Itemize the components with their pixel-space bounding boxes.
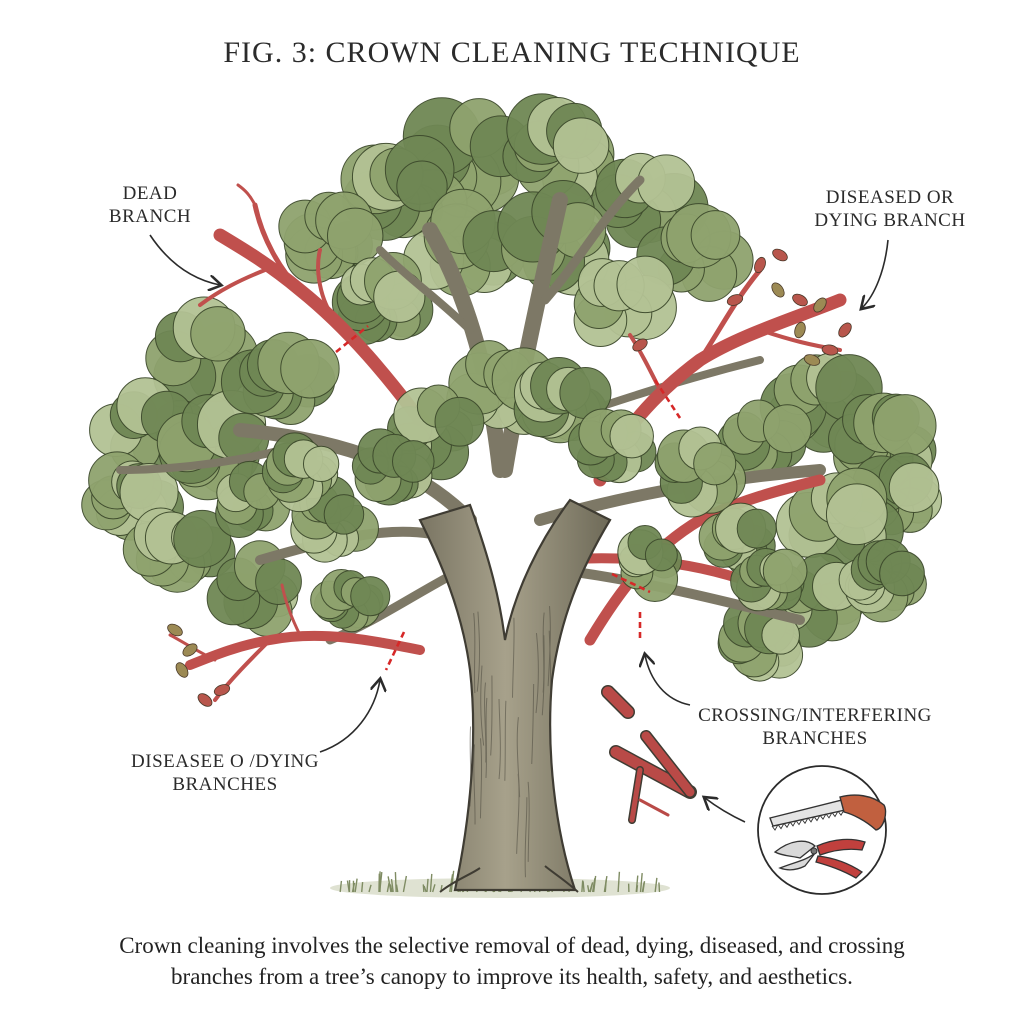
healthy-branches — [116, 175, 826, 645]
label-line: DISEASED OR — [825, 187, 955, 208]
leaf — [803, 354, 821, 366]
pruning-saw-icon — [769, 794, 887, 831]
caption-line: Crown cleaning involves the selective re… — [119, 933, 905, 958]
foliage-clump — [636, 203, 754, 302]
label-line: DEAD — [122, 183, 178, 204]
callout-arrows — [149, 234, 889, 823]
crossing-branch — [584, 474, 826, 646]
caption-line: branches from a tree’s canopy to improve… — [171, 964, 853, 989]
arrow-lower-diseased — [319, 680, 380, 753]
removed-branch-pieces — [601, 685, 697, 824]
foliage-clump — [122, 507, 236, 593]
foliage-clump — [386, 384, 485, 481]
arrow-dead-branch — [149, 234, 220, 285]
hand-pruner-icon — [773, 838, 866, 879]
label-diseased-dying-branches: DISEASEE O /DYING BRANCHES — [120, 750, 330, 796]
figure-title: FIG. 3: CROWN CLEANING TECHNIQUE — [223, 36, 801, 69]
leaf — [794, 321, 806, 339]
leaf — [821, 344, 839, 356]
label-line: BRANCHES — [172, 774, 278, 795]
leaf — [213, 684, 231, 696]
foliage-clump — [654, 426, 746, 518]
cut-mark-crossing-1 — [611, 572, 651, 594]
figure-caption: Crown cleaning involves the selective re… — [40, 930, 984, 992]
leaf — [771, 282, 785, 298]
foliage-clump — [261, 432, 340, 513]
foliage-clump — [716, 399, 812, 478]
leaf — [175, 662, 189, 678]
arrow-diseased-branch — [862, 239, 889, 308]
pruning-tools — [757, 765, 887, 895]
foliage-clump — [617, 524, 682, 602]
leaf — [167, 623, 183, 637]
leaf — [813, 297, 827, 313]
leaf — [632, 338, 648, 352]
cut-mark-lower-branch — [384, 631, 406, 671]
label-line: DISEASEE O /DYING — [131, 751, 319, 772]
foliage-clump — [81, 451, 184, 541]
lower-diseased-branch — [185, 630, 425, 670]
arrow-tools — [705, 798, 746, 823]
diseased-leaves — [167, 248, 852, 707]
foliage-clump — [573, 255, 677, 347]
arrow-crossing — [645, 655, 691, 706]
foliage-clump — [513, 356, 612, 444]
cut-mark-diseased-branch — [653, 379, 682, 419]
foliage-clump — [206, 540, 302, 637]
leaf — [772, 248, 788, 262]
label-line: BRANCHES — [762, 728, 868, 749]
label-line: CROSSING/INTERFERING — [698, 705, 932, 726]
foliage-clump — [220, 331, 340, 426]
foliage-clump — [838, 538, 927, 623]
foliage-clump — [730, 547, 808, 612]
foliage-clump — [567, 408, 657, 484]
canopy-foliage-front — [215, 340, 808, 633]
foliage-clump — [215, 460, 291, 538]
label-dead-branch: DEAD BRANCH — [100, 182, 200, 228]
label-line: DYING BRANCH — [814, 210, 966, 231]
leaf — [726, 294, 744, 306]
tree-trunk — [418, 498, 612, 893]
leaf — [792, 293, 808, 307]
label-diseased-or-dying: DISEASED OR DYING BRANCH — [800, 186, 980, 232]
foliage-clump — [351, 428, 435, 506]
label-crossing-branches: CROSSING/INTERFERING BRANCHES — [685, 704, 945, 750]
foliage-clump — [698, 502, 777, 577]
label-line: BRANCH — [108, 206, 192, 227]
foliage-clump — [278, 191, 384, 284]
foliage-clump — [310, 568, 391, 633]
cut-marks — [335, 324, 682, 671]
cut-mark-dead-branch — [335, 324, 369, 354]
leaf — [838, 322, 852, 338]
foliage-clump — [775, 467, 904, 565]
leaf — [754, 256, 766, 274]
leaf — [182, 643, 198, 657]
leaf — [197, 693, 213, 707]
dead-branch — [213, 228, 427, 427]
